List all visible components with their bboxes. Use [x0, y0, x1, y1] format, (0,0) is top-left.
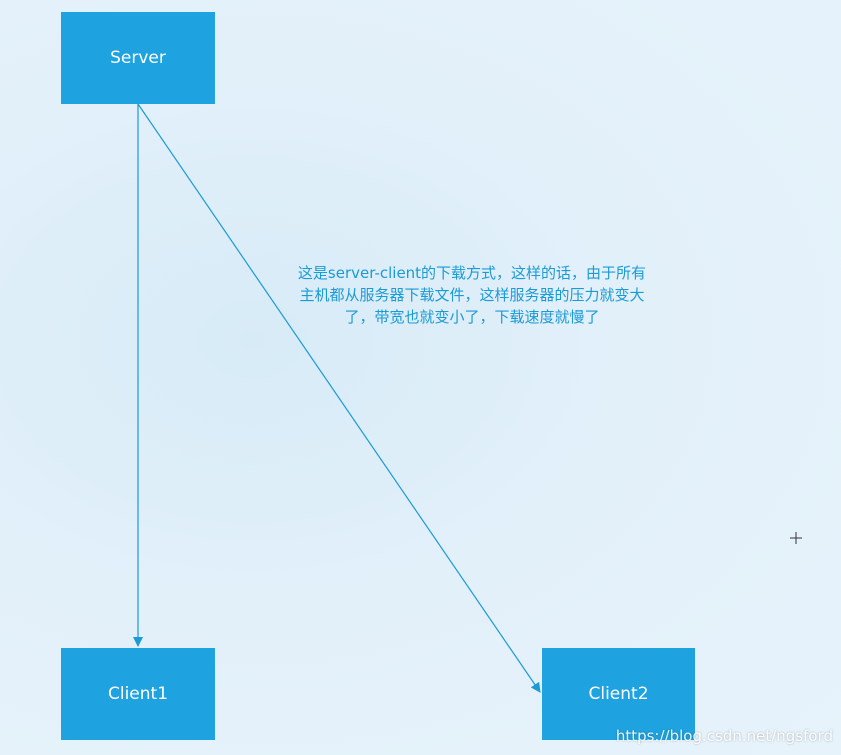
client2-node-label: Client2 — [588, 684, 649, 704]
client1-node-label: Client1 — [107, 684, 169, 704]
watermark: https://blog.csdn.net/ngsford — [615, 727, 833, 745]
client2-node: Client2 — [542, 648, 695, 740]
server-node: Server — [61, 12, 215, 104]
client1-node: Client1 — [61, 648, 215, 740]
crosshair-cursor-icon — [790, 532, 802, 544]
server-node-label: Server — [110, 48, 166, 68]
edge-server-to-client2 — [137, 103, 541, 693]
annotation-text: 这是server-client的下载方式，这样的话，由于所有主机都从服务器下载文… — [297, 264, 647, 326]
